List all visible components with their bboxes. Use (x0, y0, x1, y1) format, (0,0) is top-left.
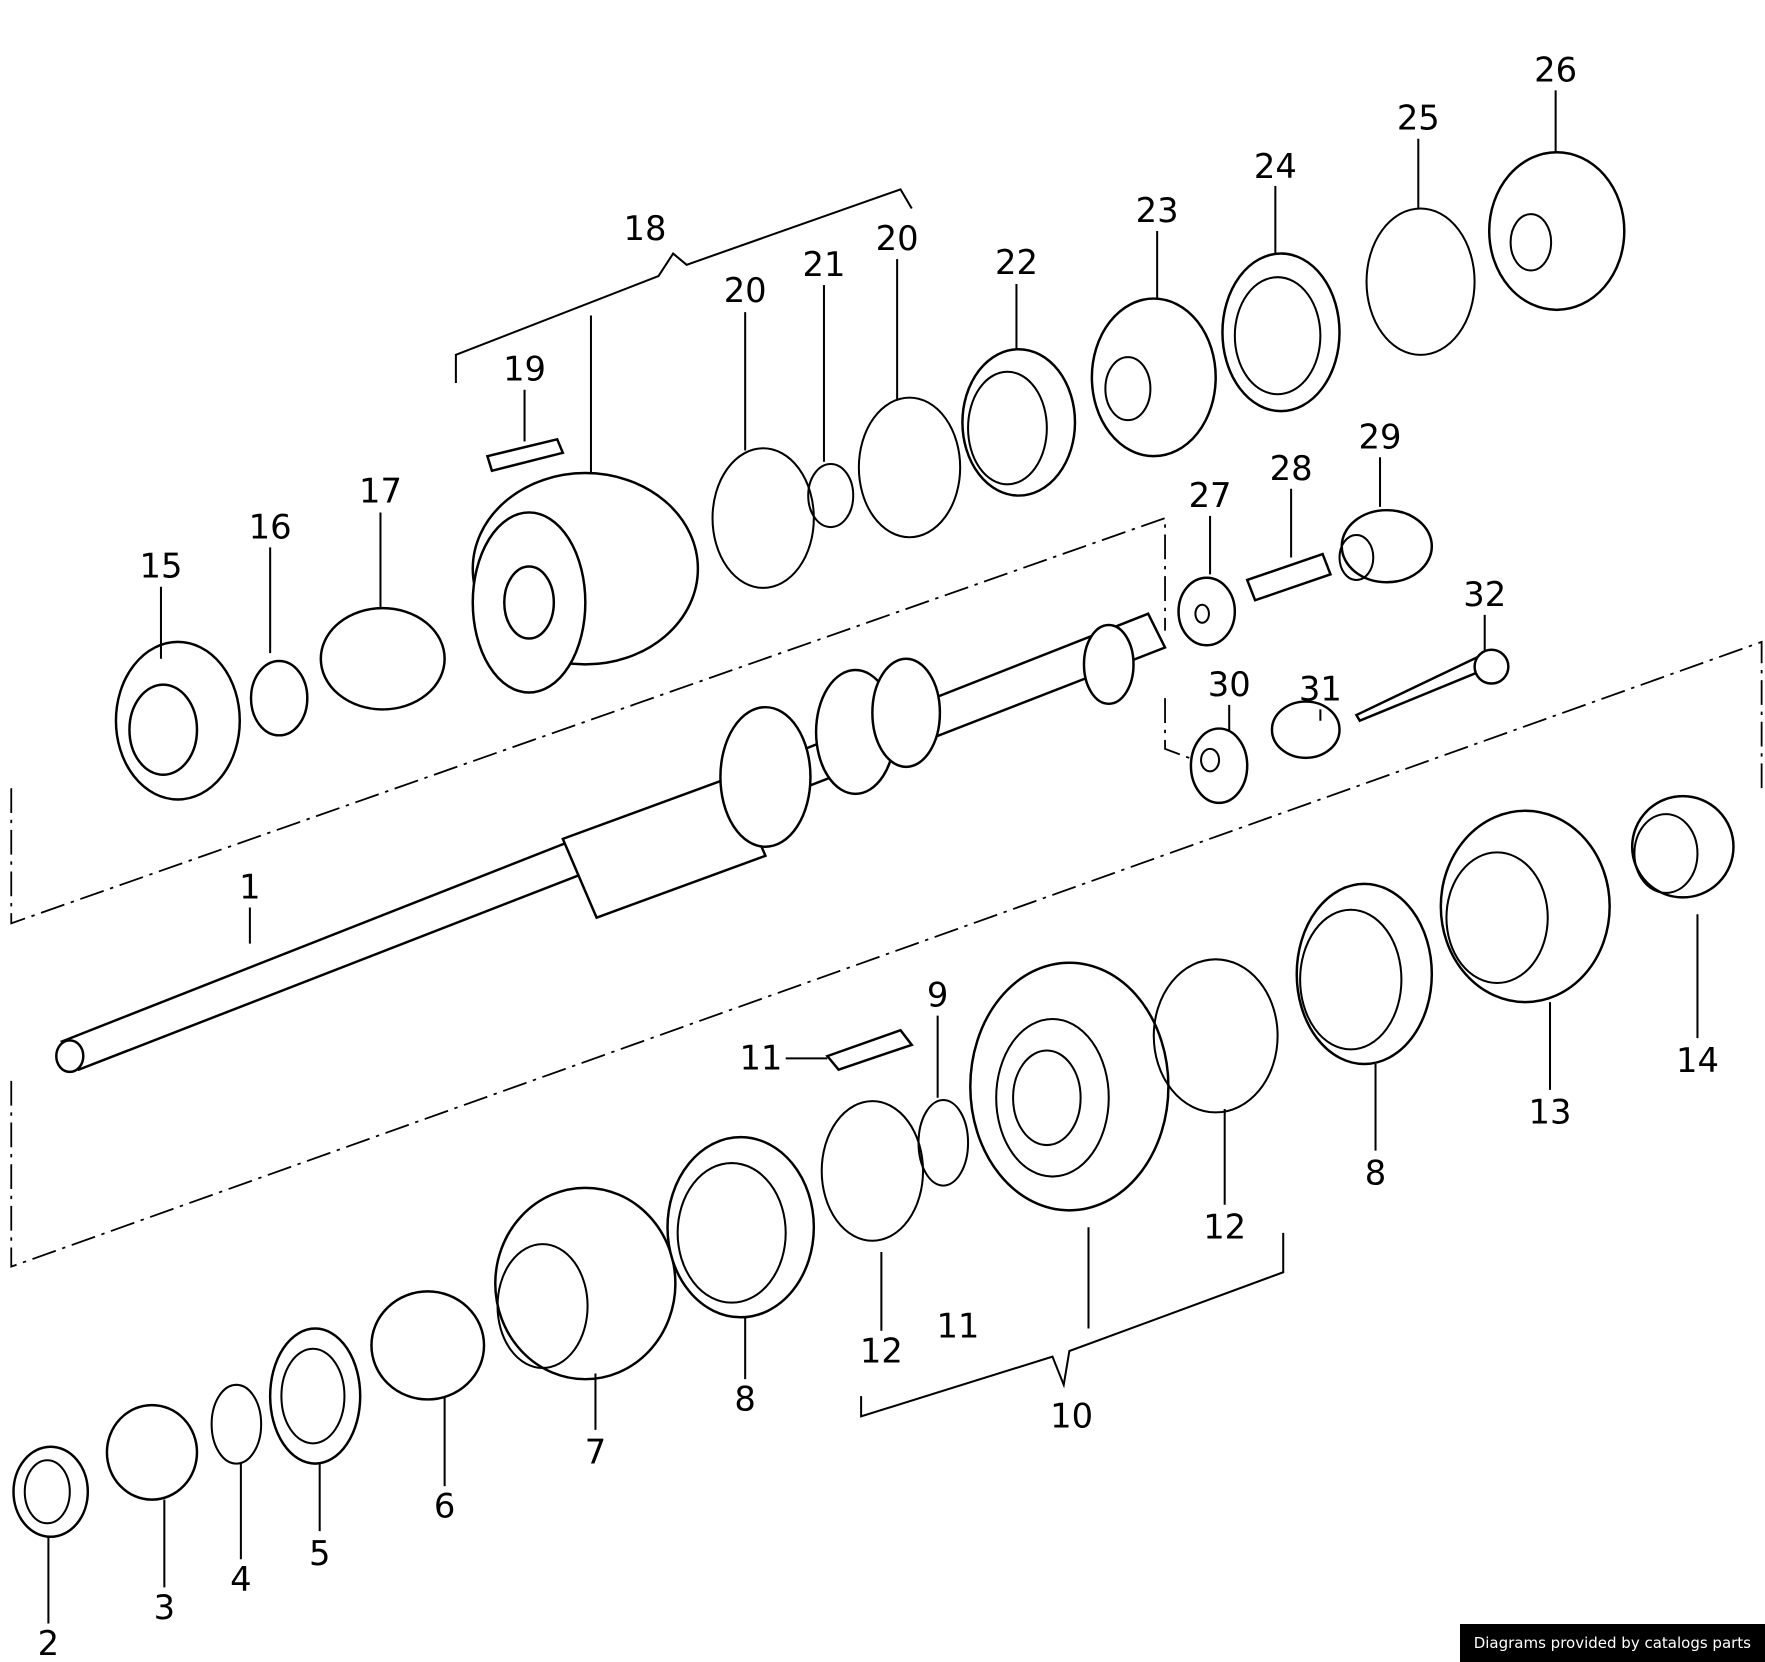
callout-7: 7 (585, 1433, 606, 1472)
callout-25: 25 (1397, 99, 1440, 138)
callout-10: 10 (1050, 1397, 1093, 1436)
lower-parts (12, 794, 1735, 1539)
callout-1: 1 (239, 868, 260, 907)
callout-12b: 12 (860, 1331, 903, 1370)
callout-26: 26 (1534, 50, 1577, 89)
callout-8b: 8 (734, 1380, 755, 1419)
callout-13: 13 (1529, 1093, 1572, 1132)
callout-24: 24 (1254, 147, 1297, 186)
callout-17: 17 (359, 471, 402, 510)
upper-parts (114, 151, 1626, 805)
callout-30: 30 (1208, 665, 1251, 704)
callout-11b: 11 (936, 1307, 979, 1346)
callout-11a: 11 (739, 1039, 782, 1078)
callout-20a: 20 (876, 219, 919, 258)
leader-lines (47, 90, 1699, 1624)
callout-5: 5 (309, 1534, 330, 1573)
callout-19: 19 (503, 350, 546, 389)
callout-23: 23 (1136, 191, 1179, 230)
callout-2: 2 (38, 1624, 59, 1662)
callout-9: 9 (927, 976, 948, 1015)
callout-28: 28 (1270, 449, 1313, 488)
callout-18: 18 (624, 209, 667, 248)
callout-21: 21 (802, 245, 845, 284)
callout-6: 6 (434, 1487, 455, 1526)
callout-32: 32 (1463, 575, 1506, 614)
callout-20b: 20 (724, 271, 767, 310)
center-lines (10, 516, 1763, 1268)
diagram-credit: Diagrams provided by catalogs parts (1459, 1624, 1765, 1662)
callout-27: 27 (1189, 476, 1232, 515)
callout-14: 14 (1676, 1041, 1719, 1080)
callout-12a: 12 (1203, 1207, 1246, 1246)
callout-16: 16 (249, 507, 292, 546)
main-shaft (55, 612, 1167, 1074)
callout-4: 4 (230, 1560, 251, 1599)
callout-8a: 8 (1365, 1153, 1386, 1192)
callout-22: 22 (995, 243, 1038, 282)
callout-15: 15 (139, 547, 182, 586)
callout-31: 31 (1299, 669, 1342, 708)
callout-labels: 26 25 24 23 22 20 21 20 18 19 17 16 15 2… (38, 50, 1719, 1662)
callout-3: 3 (154, 1588, 175, 1627)
callout-29: 29 (1359, 417, 1402, 456)
